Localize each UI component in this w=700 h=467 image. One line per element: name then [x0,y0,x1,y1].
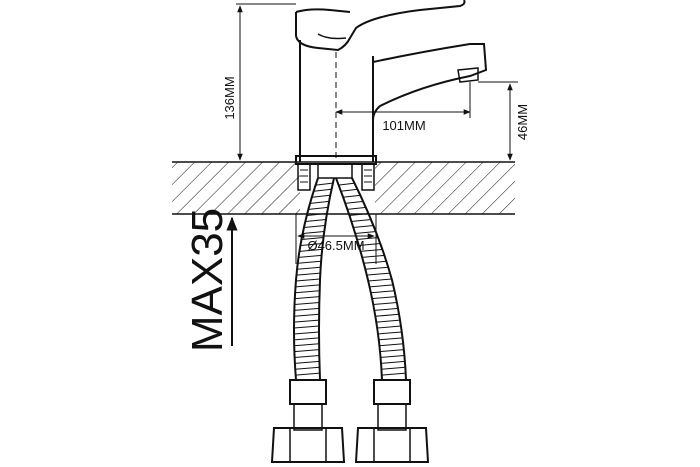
hose-corrugation-line [381,372,406,376]
hose-corrugation-line [294,307,320,311]
hose-corrugation-line [294,349,320,353]
hose-corrugation-line [313,188,332,192]
hose-corrugation-line [353,225,374,228]
hose-corrugation-line [369,284,394,288]
hose-corrugation-line [295,372,320,376]
hose-corrugation-line [295,290,320,294]
mounting-hardware [297,163,375,191]
flexible-hoses [293,177,407,381]
dimension-spout-reach: 101MM [335,82,471,133]
hose-fittings [270,379,430,463]
hose-corrugation-line [351,218,372,222]
hose-corrugation-line [299,248,323,252]
hose-corrugation-line [361,254,385,258]
hose-corrugation-line [308,206,328,210]
dimension-base-diameter: Ø46.5MM [295,214,377,264]
hose-corrugation-line [370,290,395,294]
hose-corrugation-line [294,354,320,358]
hose-corrugation-line [365,266,389,270]
hose-corrugation-line [363,260,387,264]
hose-corrugation-line [315,182,333,186]
hose-corrugation-line [312,194,331,198]
hose-corrugation-line [380,360,406,364]
spout-height-label: 46MM [515,104,530,140]
hose-corrugation-line [373,302,398,306]
hose-corrugation-line [294,296,320,300]
hose-corrugation-line [371,296,396,300]
dimension-max-thickness: MAX35 [183,208,238,352]
hose-corrugation-line [340,188,359,192]
hose-corrugation-line [349,212,369,216]
hose-corrugation-line [305,218,326,222]
hose-corrugation-line [294,360,320,364]
hose-corrugation-line [344,200,364,204]
hose-corrugation-line [295,284,320,288]
hose-corrugation-line [379,349,404,353]
dimension-spout-height: 46MM [478,81,530,161]
hose-corrugation-line [342,194,361,198]
hose-corrugation-line [294,343,320,347]
hose-corrugation-line [296,272,321,276]
hose-corrugation-line [310,200,329,204]
hose-corrugation-line [306,212,327,216]
height-total-label: 136MM [222,76,237,119]
hose-corrugation-line [376,319,401,323]
countertop-section [172,161,515,215]
hose-corrugation-line [293,325,320,329]
hose-corrugation-line [294,302,320,306]
faucet-body [295,0,488,165]
hose-corrugation-line [347,206,367,210]
hose-corrugation-line [366,272,391,276]
hose-corrugation-line [297,266,321,270]
hose-corrugation-line [294,313,320,317]
hose-corrugation-line [300,242,323,246]
max-thickness-label: MAX35 [183,208,232,352]
hose-corrugation-line [304,225,325,228]
hose-corrugation-line [294,319,320,323]
hose-corrugation-line [338,182,356,186]
hose-corrugation-line [298,254,322,258]
hose-corrugation-line [302,231,325,234]
hose-corrugation-line [380,354,405,358]
hose-corrugation-line [295,278,321,282]
base-diameter-label: Ø46.5MM [307,238,364,253]
spout-reach-label: 101MM [382,118,425,133]
hose-corrugation-line [378,337,403,341]
hose-corrugation-line [360,248,383,252]
hose-corrugation-line [297,260,322,264]
hose-corrugation-line [377,331,402,335]
hose-corrugation-line [381,366,406,370]
hose-corrugation-line [379,343,404,347]
hose-corrugation-line [358,242,381,246]
hose-corrugation-line [294,337,320,341]
hose-corrugation-line [374,307,399,311]
hose-corrugation-line [375,313,400,317]
hose-corrugation-line [377,325,402,329]
dimension-height-total: 136MM [222,3,296,161]
hose-corrugation-line [354,231,377,234]
hose-corrugation-line [293,331,320,335]
hose-corrugation-line [367,278,393,282]
hose-corrugation-line [295,366,320,370]
